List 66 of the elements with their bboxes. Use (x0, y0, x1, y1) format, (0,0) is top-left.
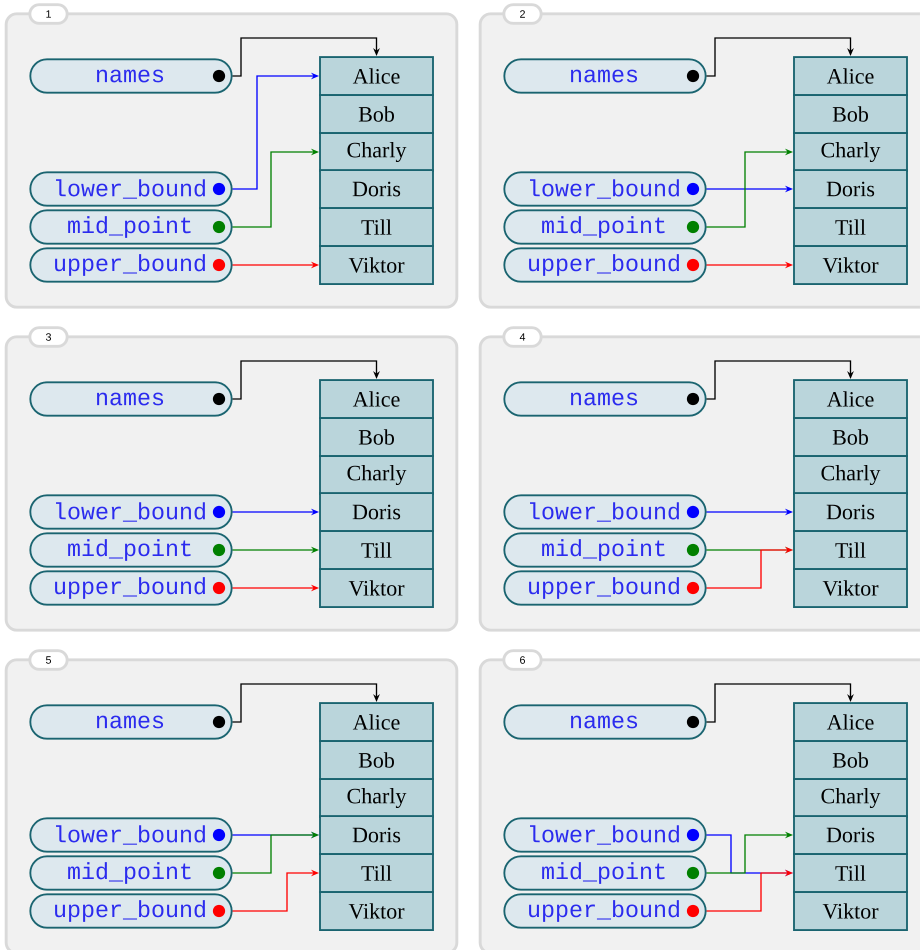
array-cell: Alice (319, 56, 434, 96)
pointer-pill: names (503, 704, 707, 740)
array-cell: Bob (319, 417, 434, 457)
arrow (706, 360, 854, 400)
pointer-pill: mid_point (503, 209, 707, 245)
array-cell: Doris (793, 815, 908, 855)
array-cell: Till (793, 207, 908, 247)
pointer-pill: names (29, 58, 233, 94)
pointer-pill: upper_bound (29, 570, 233, 606)
pointer-pill: lower_bound (29, 817, 233, 853)
pointer-pill: upper_bound (29, 893, 233, 929)
pointer-pill: names (503, 381, 707, 417)
pointer-pill: mid_point (29, 532, 233, 568)
arrow (706, 37, 854, 77)
array-cell: Viktor (793, 568, 908, 608)
pointer-pill: names (29, 704, 233, 740)
array-cell: Viktor (319, 245, 434, 285)
pointer-pill: upper_bound (29, 247, 233, 283)
array-cell: Bob (319, 740, 434, 780)
array-cell: Viktor (319, 891, 434, 931)
array-cell: Charly (793, 455, 908, 495)
array-cell: Charly (319, 778, 434, 818)
pointer-pill: lower_bound (503, 817, 707, 853)
array-cell: Doris (319, 492, 434, 532)
pointer-pill: upper_bound (503, 570, 707, 606)
array-cell: Charly (793, 132, 908, 172)
arrow (232, 360, 380, 400)
pointer-pill: mid_point (29, 209, 233, 245)
array-cell: Bob (793, 740, 908, 780)
pointer-pill: mid_point (503, 855, 707, 891)
array-cell: Till (319, 853, 434, 893)
array-cell: Till (793, 530, 908, 570)
array-cell: Viktor (319, 568, 434, 608)
array-cell: Alice (319, 702, 434, 742)
array-cell: Doris (319, 815, 434, 855)
array-cell: Doris (793, 169, 908, 209)
pointer-pill: upper_bound (503, 893, 707, 929)
pointer-pill: mid_point (29, 855, 233, 891)
array-cell: Charly (319, 132, 434, 172)
array-cell: Alice (793, 56, 908, 96)
array-cell: Till (319, 207, 434, 247)
array-cell: Charly (793, 778, 908, 818)
array-cell: Bob (793, 417, 908, 457)
pointer-pill: names (29, 381, 233, 417)
pointer-pill: lower_bound (29, 494, 233, 530)
array-cell: Till (319, 530, 434, 570)
arrow (232, 37, 380, 77)
pointer-pill: upper_bound (503, 247, 707, 283)
array-cell: Alice (793, 702, 908, 742)
array-cell: Till (793, 853, 908, 893)
pointer-pill: lower_bound (503, 494, 707, 530)
arrow (232, 683, 380, 723)
array-cell: Alice (793, 379, 908, 419)
array-cell: Charly (319, 455, 434, 495)
pointer-pill: lower_bound (29, 171, 233, 207)
array-cell: Bob (319, 94, 434, 134)
pointer-pill: lower_bound (503, 171, 707, 207)
array-cell: Viktor (793, 891, 908, 931)
arrow (706, 683, 854, 723)
pointer-pill: mid_point (503, 532, 707, 568)
array-cell: Viktor (793, 245, 908, 285)
array-cell: Bob (793, 94, 908, 134)
array-cell: Doris (793, 492, 908, 532)
pointer-pill: names (503, 58, 707, 94)
array-cell: Doris (319, 169, 434, 209)
array-cell: Alice (319, 379, 434, 419)
